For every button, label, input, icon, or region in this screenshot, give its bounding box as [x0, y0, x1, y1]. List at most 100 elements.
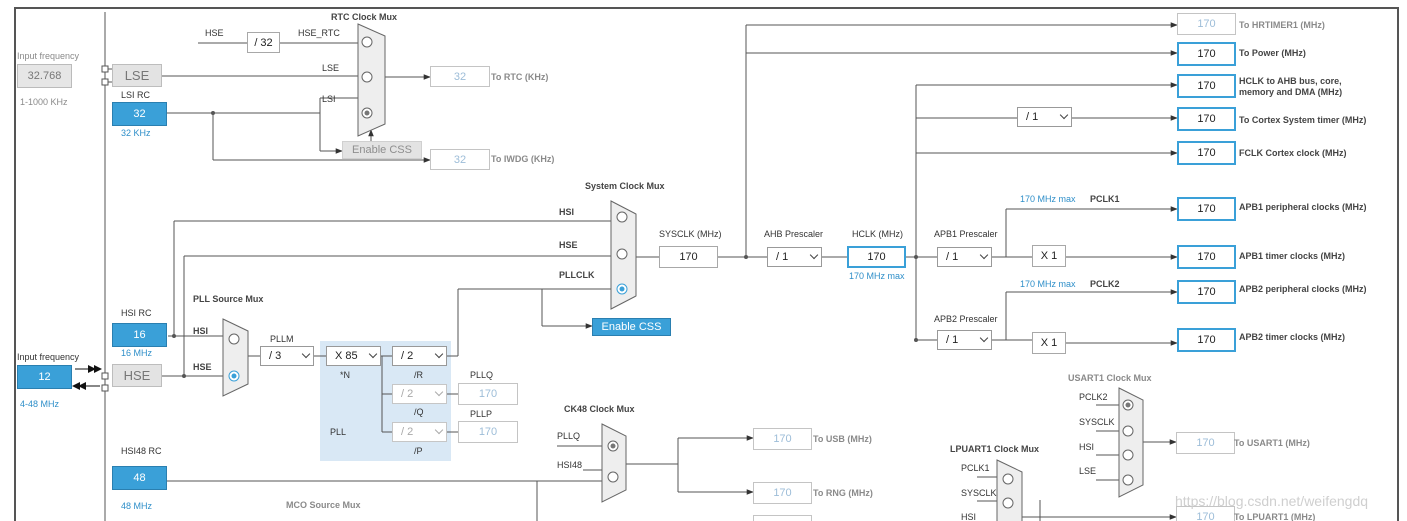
- cortex-timer-prescaler-value: / 1: [1026, 111, 1039, 123]
- apb2-timer-multiplier[interactable]: X 1: [1032, 332, 1066, 354]
- lse-range-label: 1-1000 KHz: [20, 97, 68, 107]
- lpuart1-sysclk-label: SYSCLK: [961, 488, 997, 498]
- apb2-prescaler-select[interactable]: / 1: [937, 330, 992, 350]
- usb-frequency-value[interactable]: 170: [753, 428, 812, 450]
- apb2-max-label: 170 MHz max: [1020, 279, 1076, 289]
- apb1-max-label: 170 MHz max: [1020, 194, 1076, 204]
- ahb-prescaler-select[interactable]: / 1: [767, 247, 822, 267]
- plln-label: *N: [340, 370, 351, 380]
- apb1-timer-label: APB1 timer clocks (MHz): [1239, 251, 1346, 261]
- pllq-value[interactable]: 170: [458, 383, 518, 405]
- pll-label: PLL: [330, 427, 347, 437]
- chevron-down-icon: [434, 425, 444, 435]
- apb2-timer-label: APB2 timer clocks (MHz): [1239, 332, 1346, 342]
- usart1-hsi-label: HSI: [1079, 442, 1095, 452]
- apb1-timer-multiplier[interactable]: X 1: [1032, 245, 1066, 267]
- hclk-value[interactable]: 170: [847, 246, 906, 268]
- power-label: To Power (MHz): [1239, 48, 1306, 58]
- pllq-div-label: /Q: [414, 407, 424, 417]
- iwdg-frequency-value[interactable]: 32: [430, 149, 490, 170]
- apb1-prescaler-label: APB1 Prescaler: [934, 229, 998, 239]
- lpuart1-clock-mux-title: LPUART1 Clock Mux: [950, 444, 1040, 454]
- apb2-peripheral-value[interactable]: 170: [1177, 280, 1236, 304]
- hse-rtc-divider[interactable]: / 32: [247, 32, 280, 53]
- hse-rtc-label: HSE_RTC: [298, 28, 340, 38]
- sys-hse-label: HSE: [559, 240, 578, 250]
- pllp-div-label: /P: [414, 446, 423, 456]
- pllm-select[interactable]: / 3: [260, 346, 314, 366]
- hsi-frequency-label: 16 MHz: [121, 348, 153, 358]
- pll-source-mux-shape: [222, 318, 249, 397]
- lsi-rc-label: LSI RC: [121, 90, 151, 100]
- rtc-lse-label: LSE: [322, 63, 340, 73]
- cortex-timer-value[interactable]: 170: [1177, 107, 1236, 131]
- lse-input-frequency-field[interactable]: 32.768: [17, 64, 72, 88]
- chevron-down-icon: [979, 250, 989, 260]
- sysclk-value[interactable]: 170: [659, 246, 718, 268]
- lse-oscillator[interactable]: LSE: [112, 64, 162, 87]
- rng-frequency-value[interactable]: 170: [753, 482, 812, 504]
- usart1-clock-mux-title: USART1 Clock Mux: [1068, 373, 1152, 383]
- pllp-label: PLLP: [470, 409, 493, 419]
- pllp-divider-value: / 2: [401, 426, 414, 438]
- apb1-peripheral-value[interactable]: 170: [1177, 197, 1236, 221]
- lsi-rc-value[interactable]: 32: [112, 102, 167, 126]
- apb2-prescaler-label: APB2 Prescaler: [934, 314, 998, 324]
- pll-hse-label: HSE: [193, 362, 212, 372]
- apb2-prescaler-value: / 1: [946, 334, 959, 346]
- system-clock-mux-title: System Clock Mux: [585, 181, 665, 191]
- chevron-down-icon: [434, 387, 444, 397]
- plln-value: X 85: [335, 350, 358, 362]
- lse-input-frequency-label: Input frequency: [17, 51, 80, 61]
- usart1-lse-label: LSE: [1079, 466, 1097, 476]
- pll-source-mux-title: PLL Source Mux: [193, 294, 264, 304]
- hsi-rc-label: HSI RC: [121, 308, 152, 318]
- hclk-label: HCLK (MHz): [852, 229, 903, 239]
- power-value[interactable]: 170: [1177, 42, 1236, 66]
- cortex-timer-prescaler-select[interactable]: / 1: [1017, 107, 1072, 127]
- ck48-clock-mux-title: CK48 Clock Mux: [564, 404, 635, 414]
- rtc-frequency-value[interactable]: 32: [430, 66, 490, 87]
- plln-select[interactable]: X 85: [326, 346, 381, 366]
- chevron-down-icon: [368, 349, 378, 359]
- usart1-mux-shape: [1118, 387, 1144, 498]
- hclk-ahb-value[interactable]: 170: [1177, 74, 1236, 98]
- lpuart1-hsi-label: HSI: [961, 512, 977, 521]
- ahb-prescaler-value: / 1: [776, 251, 789, 263]
- to-lpuart1-label: To LPUART1 (MHz): [1234, 512, 1316, 521]
- hse-oscillator[interactable]: HSE: [112, 364, 162, 387]
- apb2-peripheral-label: APB2 peripheral clocks (MHz): [1239, 284, 1367, 294]
- hclk-max-label: 170 MHz max: [849, 271, 905, 281]
- hse-input-frequency-field[interactable]: 12: [17, 365, 72, 389]
- fclk-value[interactable]: 170: [1177, 141, 1236, 165]
- hsi48-rc-value[interactable]: 48: [112, 466, 167, 490]
- hclk-ahb-label: HCLK to AHB bus, core, memory and DMA (M…: [1239, 76, 1343, 97]
- chevron-down-icon: [301, 349, 311, 359]
- rtc-enable-css-button[interactable]: Enable CSS: [342, 141, 422, 159]
- apb2-timer-value[interactable]: 170: [1177, 328, 1236, 352]
- chevron-down-icon: [1059, 110, 1069, 120]
- apb1-timer-value[interactable]: 170: [1177, 245, 1236, 269]
- rtc-lsi-label: LSI: [322, 94, 336, 104]
- system-enable-css-button[interactable]: Enable CSS: [592, 318, 671, 336]
- pllr-select[interactable]: / 2: [392, 346, 447, 366]
- next-output-value[interactable]: [753, 515, 812, 521]
- to-rng-label: To RNG (MHz): [813, 488, 873, 498]
- pllp-value[interactable]: 170: [458, 421, 518, 443]
- pllq-label: PLLQ: [470, 370, 494, 380]
- pllp-select[interactable]: / 2: [392, 422, 447, 442]
- to-iwdg-label: To IWDG (KHz): [491, 154, 555, 164]
- lpuart1-frequency-value[interactable]: 170: [1176, 506, 1235, 521]
- to-usb-label: To USB (MHz): [813, 434, 872, 444]
- hrtimer1-label: To HRTIMER1 (MHz): [1239, 20, 1325, 30]
- pclk2-label: PCLK2: [1090, 279, 1120, 289]
- hsi-rc-value[interactable]: 16: [112, 323, 167, 347]
- apb1-prescaler-select[interactable]: / 1: [937, 247, 992, 267]
- hrtimer1-value[interactable]: 170: [1177, 13, 1236, 35]
- usart1-frequency-value[interactable]: 170: [1176, 432, 1235, 454]
- chevron-down-icon: [979, 333, 989, 343]
- pllq-select[interactable]: / 2: [392, 384, 447, 404]
- ck48-pllq-label: PLLQ: [557, 431, 581, 441]
- apb1-peripheral-label: APB1 peripheral clocks (MHz): [1239, 202, 1367, 212]
